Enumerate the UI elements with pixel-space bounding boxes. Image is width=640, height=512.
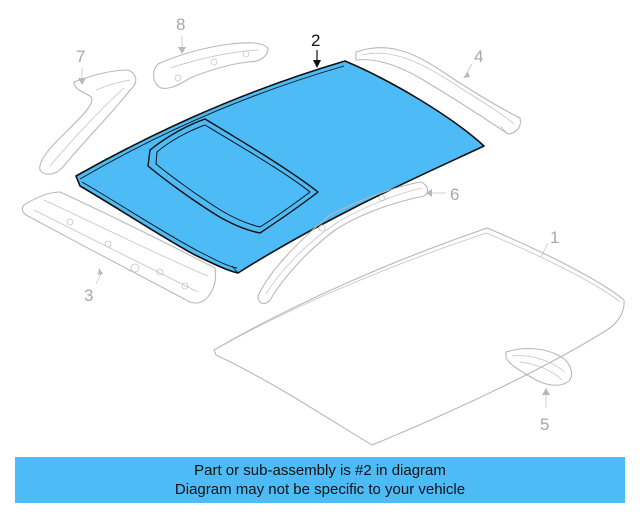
banner-line-part-number: Part or sub-assembly is #2 in diagram (194, 462, 446, 479)
callout-label-2: 2 (311, 31, 320, 50)
callout-leader-4 (465, 63, 473, 75)
roof-panel-part-2[interactable] (75, 60, 485, 274)
callout-arrow-8 (178, 47, 186, 54)
callout-leader-1 (540, 242, 549, 258)
callout-arrow-3 (98, 268, 103, 275)
front-bracket-part-8[interactable] (152, 42, 269, 89)
roof-rail-part-4[interactable] (355, 47, 521, 135)
callout-label-3: 3 (84, 286, 93, 305)
callout-label-5: 5 (540, 415, 549, 434)
info-banner-background (15, 457, 625, 503)
callout-label-1: 1 (550, 228, 559, 247)
callout-label-6: 6 (450, 185, 459, 204)
callout-label-4: 4 (474, 47, 483, 66)
front-header-part-3[interactable] (21, 191, 217, 304)
callout-label-8: 8 (176, 15, 185, 34)
callout-label-7: 7 (76, 47, 85, 66)
side-rail-part-6[interactable] (257, 181, 429, 305)
callout-arrow-6 (426, 189, 432, 197)
callout-arrow-4 (463, 72, 470, 78)
callout-arrow-5 (542, 388, 550, 395)
info-banner: Part or sub-assembly is #2 in diagram Di… (15, 457, 625, 503)
roof-panel-part-1[interactable] (213, 227, 625, 446)
rear-reinforcement-part-5[interactable] (505, 347, 573, 386)
banner-line-disclaimer: Diagram may not be specific to your vehi… (174, 481, 466, 498)
front-pillar-part-7[interactable] (39, 69, 137, 175)
callout-arrow-7 (78, 78, 86, 85)
callout-arrow-2 (313, 60, 321, 68)
